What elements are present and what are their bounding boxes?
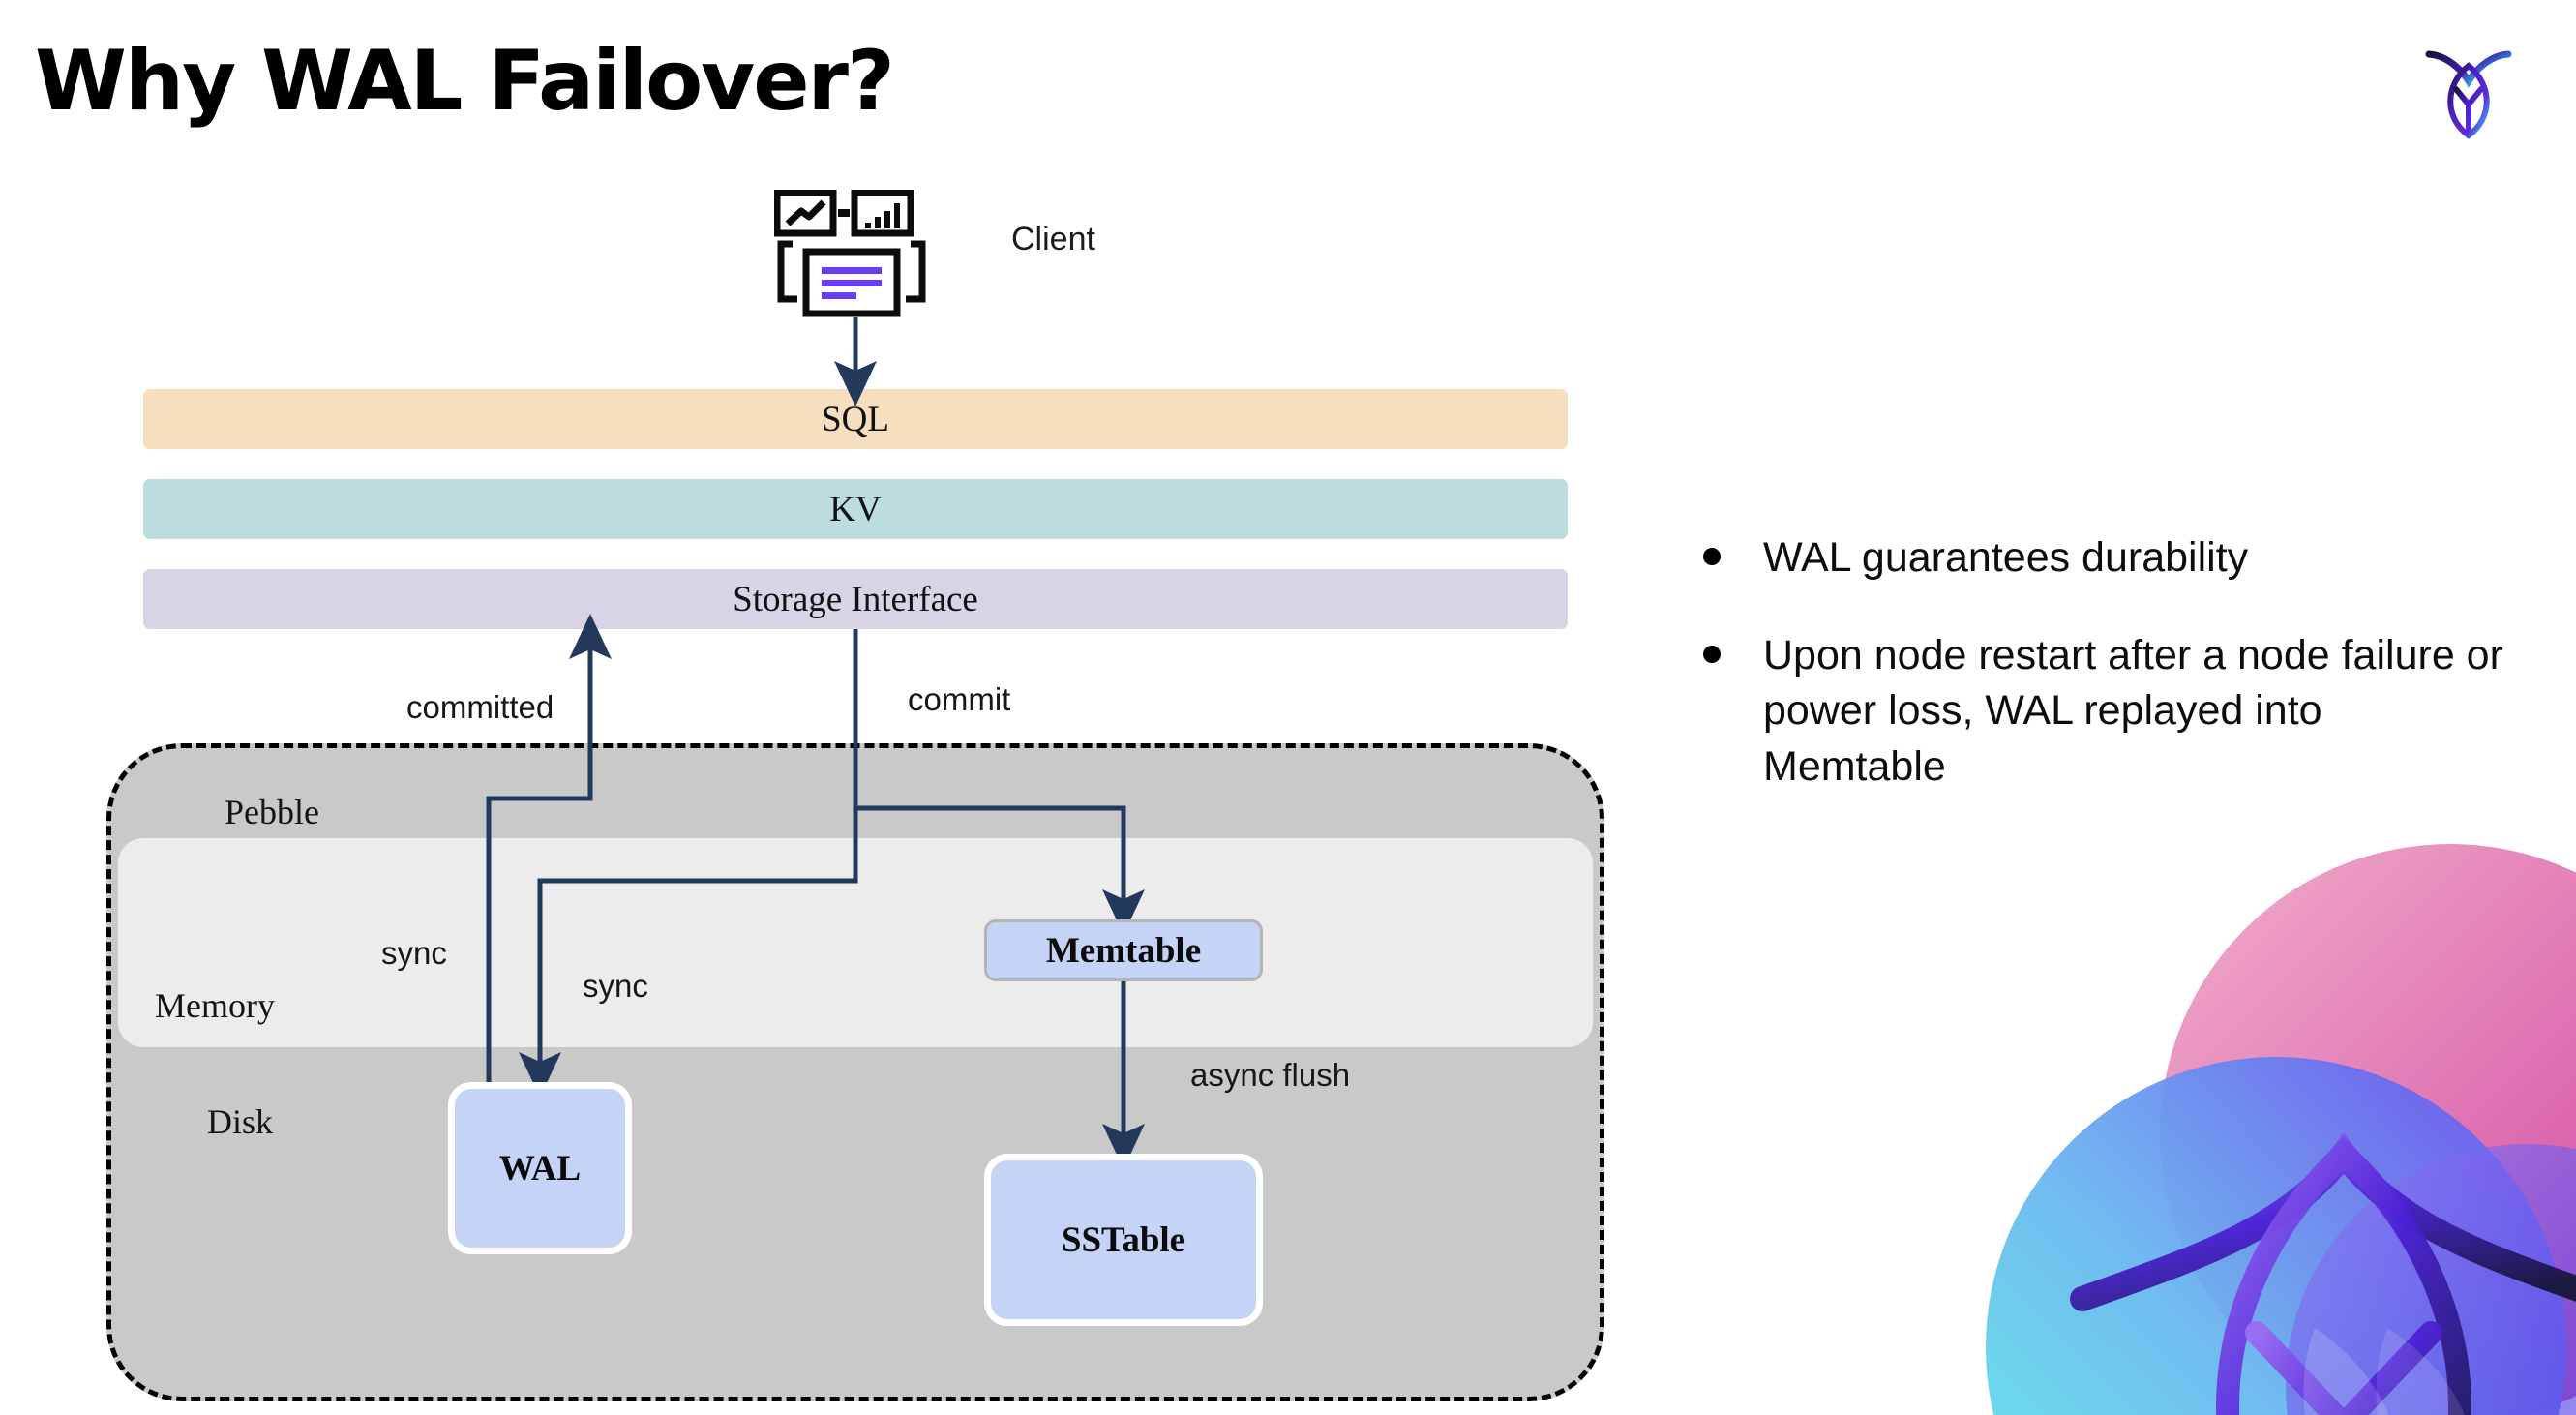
list-item: Upon node restart after a node failure o…: [1703, 628, 2516, 795]
layer-bar-storage-interface[interactable]: Storage Interface: [143, 569, 1568, 629]
layer-bar-storage-interface-label: Storage Interface: [733, 579, 978, 619]
node-wal[interactable]: WAL: [448, 1082, 632, 1254]
client-label: Client: [1011, 221, 1095, 257]
disk-label: Disk: [207, 1102, 274, 1141]
node-wal-label: WAL: [498, 1148, 582, 1189]
node-sstable-label: SSTable: [1061, 1219, 1186, 1260]
layer-bar-kv-label: KV: [829, 489, 882, 529]
bullet-list: WAL guarantees durability Upon node rest…: [1703, 530, 2516, 837]
node-sstable[interactable]: SSTable: [984, 1154, 1263, 1326]
layer-bar-sql[interactable]: SQL: [143, 389, 1568, 449]
pebble-label: Pebble: [225, 793, 319, 831]
node-memtable-label: Memtable: [1045, 930, 1202, 971]
bullet-dot-icon: [1703, 646, 1721, 664]
page-title: Why WAL Failover?: [35, 33, 895, 130]
memory-panel: [118, 838, 1593, 1047]
cockroachdb-logo-icon: [2415, 35, 2522, 141]
client-dashboard-icon: [773, 189, 929, 317]
bullet-text: Upon node restart after a node failure o…: [1763, 632, 2503, 790]
bullet-dot-icon: [1703, 548, 1721, 565]
edge-label-sync-right: sync: [583, 968, 648, 1004]
edge-label-sync-left: sync: [381, 935, 447, 971]
node-memtable[interactable]: Memtable: [984, 919, 1263, 981]
layer-bar-kv[interactable]: KV: [143, 479, 1568, 539]
bullet-text: WAL guarantees durability: [1763, 534, 2249, 581]
edge-label-commit: commit: [908, 681, 1011, 717]
edge-label-async-flush: async flush: [1190, 1057, 1351, 1093]
decorative-logo-artwork: [1860, 844, 2576, 1415]
list-item: WAL guarantees durability: [1703, 530, 2516, 586]
memory-label: Memory: [155, 986, 275, 1025]
layer-bar-sql-label: SQL: [822, 399, 889, 439]
edge-label-committed: committed: [406, 689, 554, 725]
